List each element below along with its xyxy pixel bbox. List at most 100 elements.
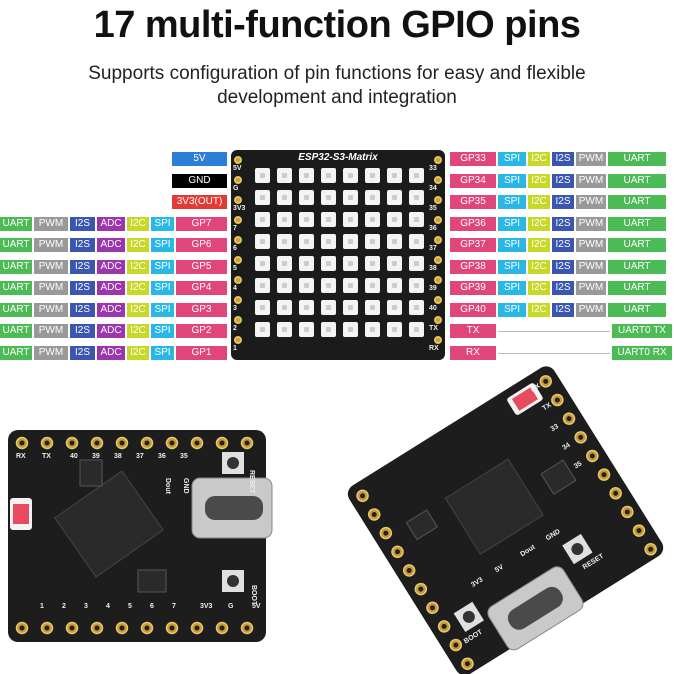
- pin-hole-center: [169, 625, 175, 631]
- rgb-led: [299, 278, 314, 293]
- pin-hole: [234, 316, 242, 324]
- connector-line: [498, 352, 610, 354]
- pin-hole: [391, 545, 404, 559]
- rgb-led: [343, 300, 358, 315]
- pin-hole-center: [464, 661, 470, 667]
- right-func-tag: PWM: [576, 173, 606, 188]
- right-func-tag: PWM: [576, 302, 606, 317]
- right-func-tag: I2C: [528, 195, 550, 209]
- rgb-led: [365, 278, 380, 293]
- serial-pin-tag: RX: [450, 345, 496, 360]
- pin-hole-center: [119, 440, 125, 446]
- left-func-tag: UART: [0, 238, 32, 252]
- left-func-tag: PWM: [34, 259, 68, 274]
- silkscreen-label: Dout: [519, 544, 537, 559]
- power-label-0: 5V: [172, 152, 227, 166]
- pin-hole-center: [44, 625, 50, 631]
- rgb-led: [409, 300, 424, 315]
- pin-hole-center: [194, 440, 200, 446]
- rgb-led: [343, 168, 358, 183]
- rgb-led: [343, 256, 358, 271]
- silkscreen-label: GND: [545, 528, 562, 542]
- rgb-led: [409, 322, 424, 337]
- pin-hole: [632, 524, 646, 537]
- right-func-tag: SPI: [498, 195, 526, 209]
- silkscreen-label: 39: [92, 453, 100, 460]
- pin-hole: [140, 436, 154, 450]
- rgb-led: [343, 190, 358, 205]
- rgb-led: [277, 300, 292, 315]
- pin-hole: [414, 582, 428, 596]
- left-func-tag: SPI: [151, 281, 174, 295]
- board-pin-label: 3V3: [233, 205, 246, 212]
- pin-hole: [551, 393, 564, 407]
- rgb-led: [365, 168, 380, 183]
- right-func-tag: I2S: [552, 152, 574, 166]
- pin-hole-center: [144, 625, 150, 631]
- pin-hole-center: [69, 625, 75, 631]
- serial-func-tag: UART0 RX: [612, 345, 672, 360]
- right-gpio-tag: GP33: [450, 152, 496, 166]
- pin-hole-center: [144, 440, 150, 446]
- left-func-tag: ADC: [97, 302, 125, 317]
- rgb-led: [343, 322, 358, 337]
- pin-hole-center: [219, 440, 225, 446]
- board-pin-label: 4: [233, 285, 237, 292]
- right-gpio-tag: GP38: [450, 259, 496, 274]
- pin-hole: [165, 436, 179, 450]
- board-pin-label: 36: [429, 225, 437, 232]
- right-gpio-tag: GP34: [450, 173, 496, 188]
- left-func-tag: PWM: [34, 216, 68, 231]
- pin-hole: [40, 621, 54, 635]
- left-func-tag: ADC: [97, 238, 125, 252]
- ceramic-antenna: [10, 498, 32, 530]
- left-func-tag: UART: [0, 216, 32, 231]
- board-name: ESP32-S3-Matrix: [298, 152, 378, 163]
- left-func-tag: I2S: [70, 345, 95, 360]
- silkscreen-label: 5V: [252, 603, 261, 610]
- right-func-tag: I2S: [552, 238, 574, 252]
- left-gpio-tag: GP5: [176, 259, 227, 274]
- pin-hole: [215, 621, 229, 635]
- pin-hole-center: [578, 434, 584, 440]
- right-func-tag: I2S: [552, 195, 574, 209]
- board-pin-label: 6: [233, 245, 237, 252]
- ceramic-antenna: [507, 383, 543, 415]
- pin-hole: [597, 468, 611, 481]
- rgb-led: [387, 278, 402, 293]
- right-func-tag: SPI: [498, 216, 526, 231]
- rgb-led: [277, 256, 292, 271]
- left-func-tag: ADC: [97, 324, 125, 338]
- page-subtitle: Supports configuration of pin functions …: [88, 63, 586, 108]
- pin-hole: [234, 156, 242, 164]
- right-func-tag: SPI: [498, 281, 526, 295]
- left-func-tag: SPI: [151, 216, 174, 231]
- left-gpio-tag: GP6: [176, 238, 227, 252]
- pin-hole: [434, 236, 442, 244]
- pin-hole-center: [383, 530, 389, 536]
- serial-func-tag: UART0 TX: [612, 324, 672, 338]
- right-func-tag: SPI: [498, 259, 526, 274]
- right-func-tag: I2C: [528, 238, 550, 252]
- rgb-led: [321, 256, 336, 271]
- left-func-tag: SPI: [151, 259, 174, 274]
- rgb-led: [321, 234, 336, 249]
- rgb-led: [255, 190, 270, 205]
- right-func-tag: UART: [608, 152, 666, 166]
- pin-hole: [234, 336, 242, 344]
- right-func-tag: PWM: [576, 259, 606, 274]
- pin-hole-center: [395, 549, 401, 555]
- silkscreen-label: 3V3: [470, 576, 484, 589]
- pin-hole: [449, 638, 463, 652]
- rgb-led: [409, 256, 424, 271]
- pin-hole-center: [44, 440, 50, 446]
- pin-hole: [140, 621, 154, 635]
- left-func-tag: PWM: [34, 281, 68, 295]
- pin-hole-center: [648, 546, 654, 552]
- right-gpio-tag: GP40: [450, 302, 496, 317]
- left-func-tag: I2S: [70, 259, 95, 274]
- pin-hole-center: [19, 625, 25, 631]
- rgb-led: [343, 234, 358, 249]
- right-func-tag: SPI: [498, 173, 526, 188]
- silkscreen-label: RESET: [248, 470, 255, 494]
